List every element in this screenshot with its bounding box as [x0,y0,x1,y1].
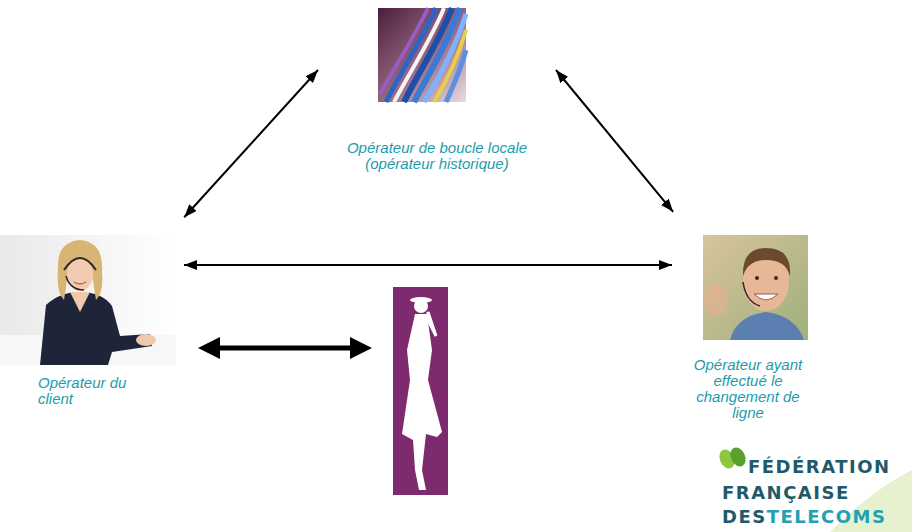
hair [58,240,103,300]
arrow-head [350,337,372,359]
smile [754,294,778,300]
cable-photo [378,8,466,102]
operator-node: Opérateur du client [0,235,176,411]
headset [743,282,760,306]
thick-double-arrow [198,337,372,359]
federation-logo-mark [716,445,912,532]
logo-leaf [727,445,748,469]
operator-node: Opérateur ayant effectué le changement d… [686,235,810,425]
node-caption: Opérateur de boucle locale (opérateur hi… [318,140,556,172]
headset [64,258,96,270]
double-arrow-connector [556,70,673,212]
logo-word: FÉDÉRATION [748,457,891,477]
double-arrow-connector [184,264,672,266]
logo-word: FRANÇAISE [722,483,850,503]
head [414,299,428,313]
operator-node: Opérateur de boucle locale (opérateur hi… [318,8,556,176]
cable [446,50,466,102]
cable [380,8,428,94]
cable [386,8,436,102]
logo-word: TELECOMS [767,507,887,527]
arrow-shaft [214,346,356,351]
cable [434,30,466,102]
node-caption: Opérateur du client [38,375,138,407]
customer-figure [393,287,448,495]
figure-ground [393,287,448,495]
arm-with-phone [428,312,436,336]
photo-ground [703,235,808,340]
cable [424,14,466,102]
shirt [40,292,152,365]
logo-word: DES [722,507,767,527]
shirt [730,312,804,340]
switching-operator-photo [703,235,808,340]
blurred-person [704,284,728,316]
photo-ground [0,235,176,365]
hair [743,248,790,276]
arrow-head [198,337,220,359]
photo-ground [378,8,466,102]
double-arrow-connector [184,70,318,217]
hand [136,334,156,346]
body-silhouette [402,314,442,490]
eye [774,276,778,280]
node-caption: Opérateur ayant effectué le changement d… [686,357,810,421]
smile [74,282,86,284]
neck [70,292,90,312]
eye [755,276,759,280]
client-operator-photo [0,235,176,365]
